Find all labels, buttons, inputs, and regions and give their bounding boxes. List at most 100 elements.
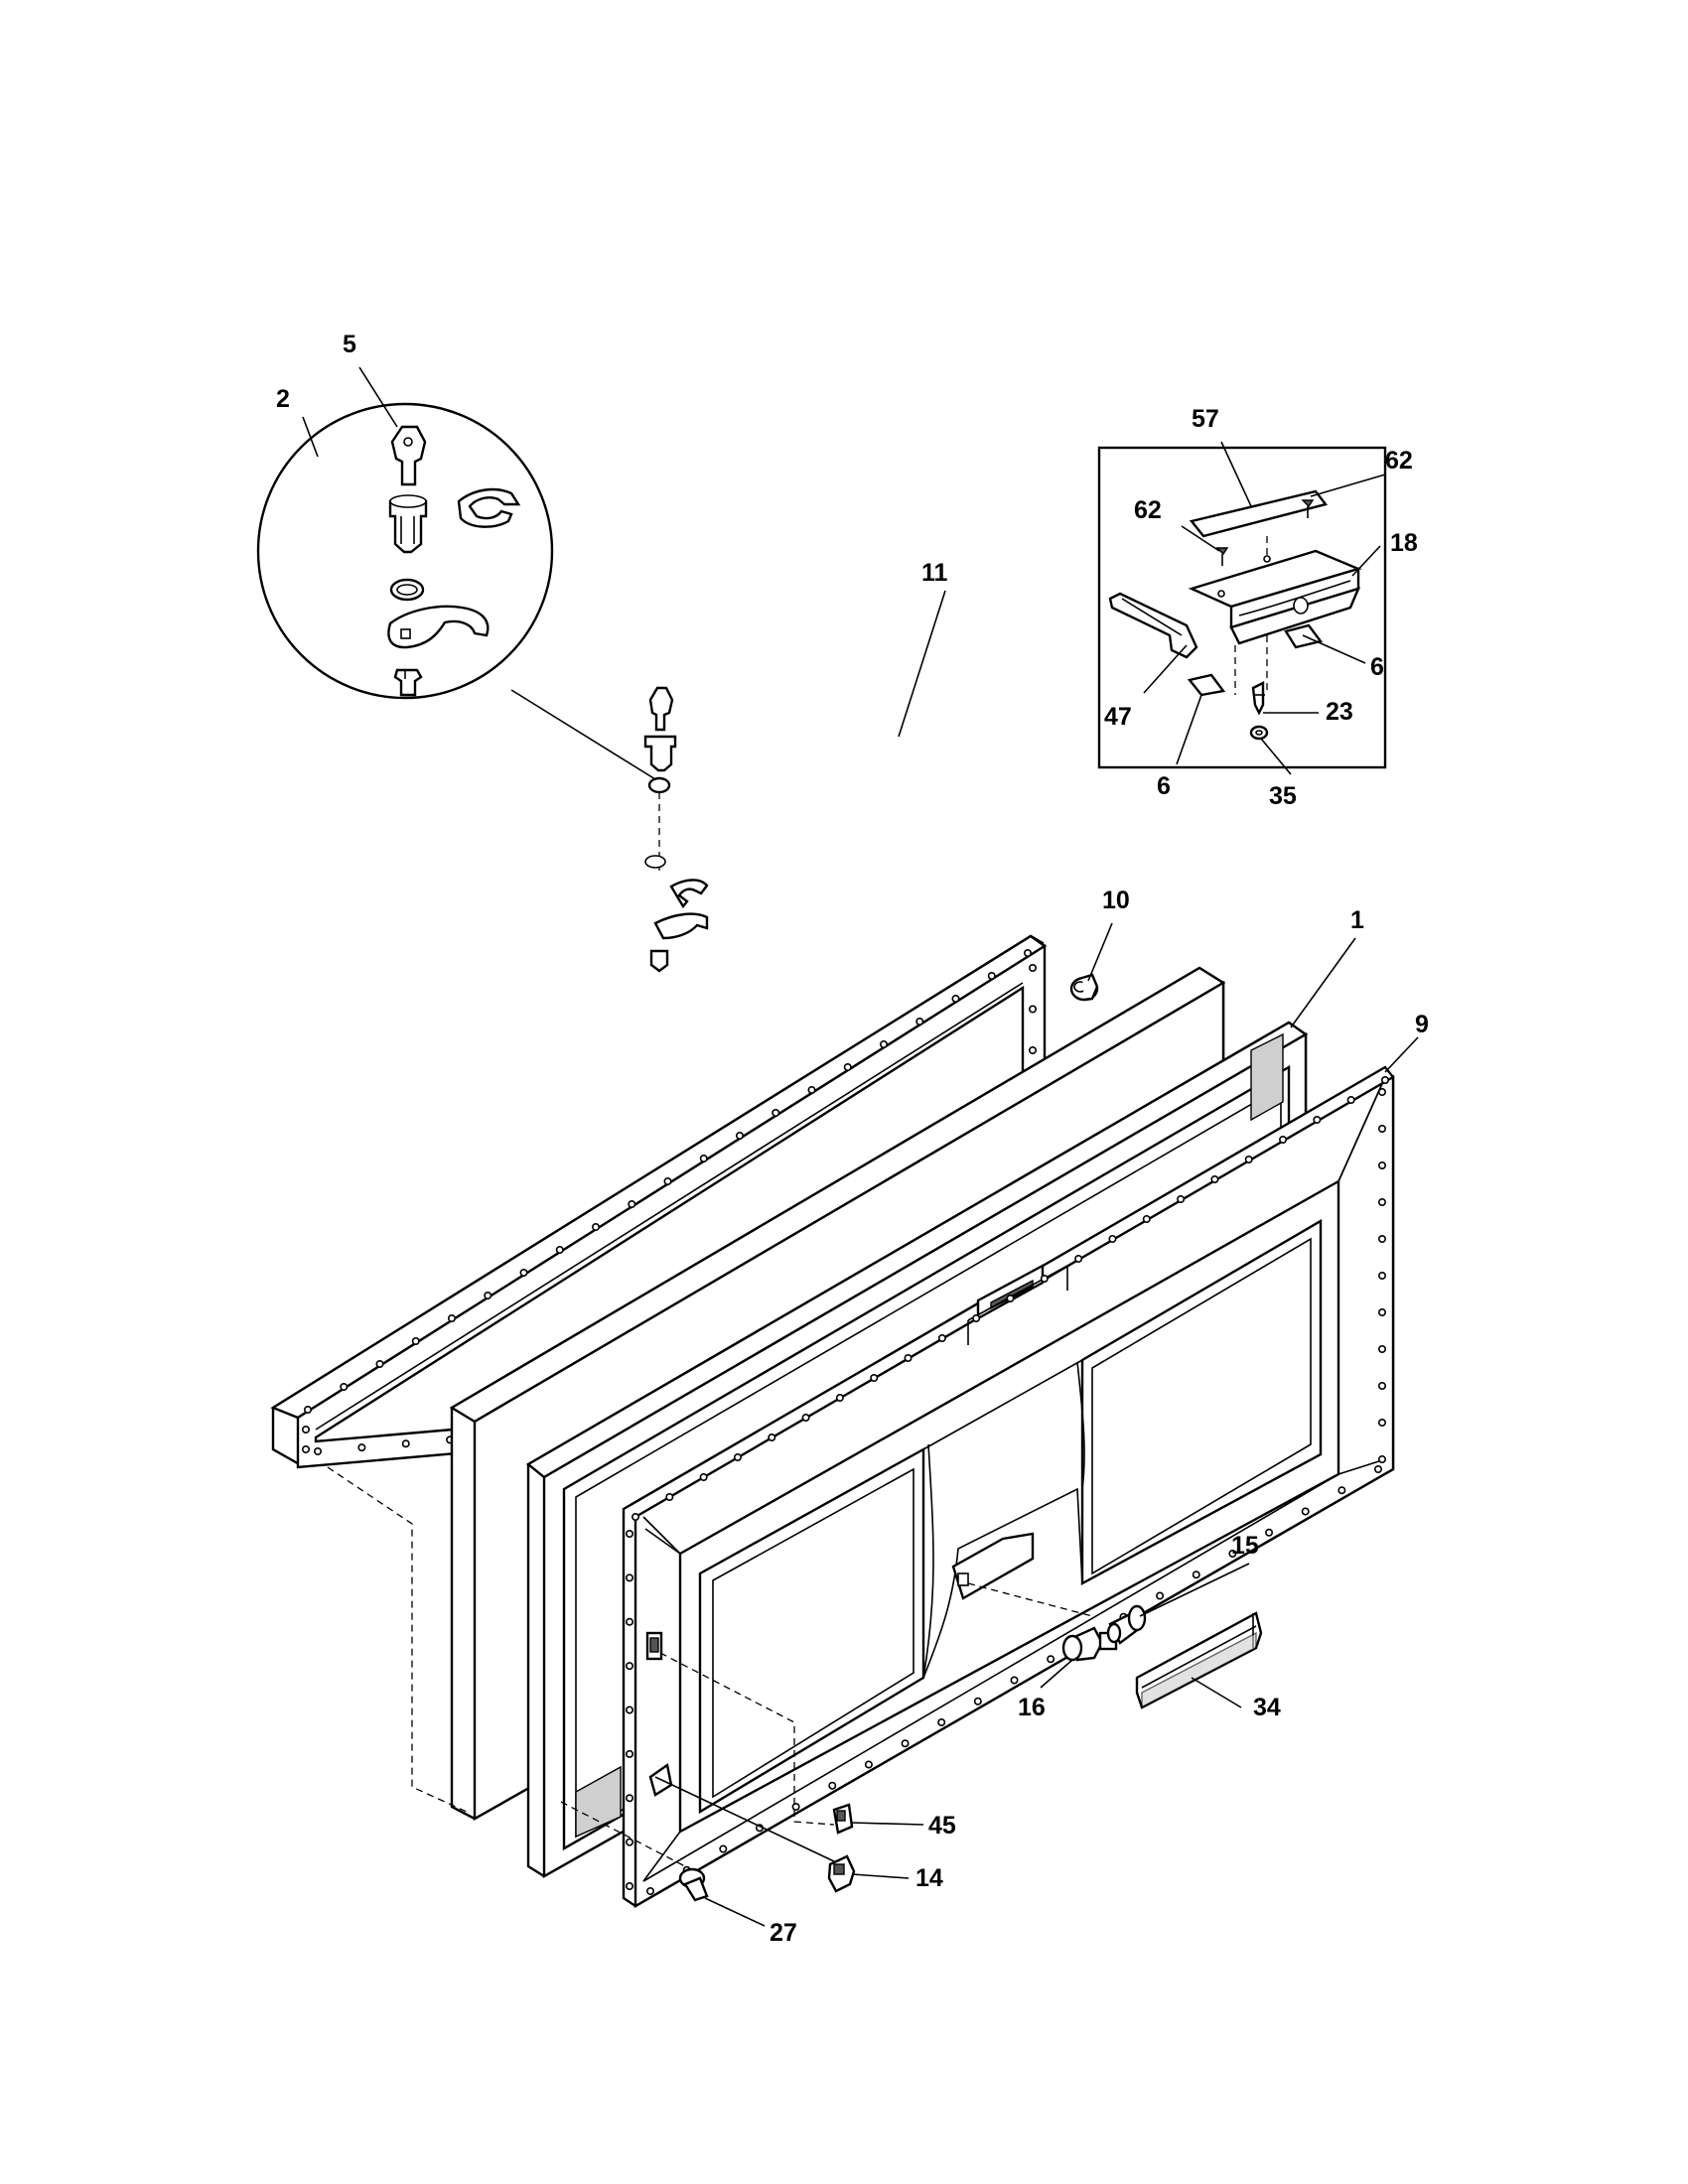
mounting-hole <box>1006 1295 1015 1303</box>
mounting-hole <box>807 1086 816 1095</box>
mounting-hole <box>1074 1255 1083 1264</box>
mounting-hole <box>628 1200 636 1209</box>
clip-6b-part <box>1187 673 1226 697</box>
mounting-hole <box>303 1406 312 1415</box>
mounting-hole <box>1156 1591 1165 1600</box>
switch-14-part <box>827 1854 856 1893</box>
handle-part <box>1188 536 1362 695</box>
mounting-hole <box>1378 1125 1387 1134</box>
dashed-assembly-line-45 <box>659 1652 835 1826</box>
mounting-hole <box>519 1269 528 1278</box>
mounting-hole <box>937 1334 946 1343</box>
lamp-bulb-part <box>1106 1604 1147 1645</box>
callout-62-left: 62 <box>1134 496 1162 524</box>
mounting-hole <box>447 1314 456 1323</box>
mounting-hole <box>973 1697 982 1706</box>
mounting-hole <box>937 1718 946 1727</box>
mounting-hole <box>1047 1655 1055 1664</box>
mounting-hole <box>733 1453 742 1462</box>
mounting-hole <box>625 1617 633 1626</box>
screw-62b-part <box>1215 547 1229 566</box>
callout-labels: 5 2 11 57 62 62 18 6 47 6 23 35 10 1 9 1… <box>276 331 1429 1947</box>
mounting-hole <box>1228 1550 1237 1559</box>
mounting-hole <box>1378 1235 1387 1244</box>
mounting-hole <box>1378 1198 1387 1207</box>
mounting-hole <box>625 1530 633 1539</box>
mounting-hole <box>645 1887 654 1896</box>
screw-62a-part <box>1301 499 1315 518</box>
mounting-hole <box>828 1781 837 1790</box>
leader-lines <box>302 366 1419 1927</box>
mounting-hole <box>484 1292 492 1300</box>
retainer-clip-part <box>457 487 521 528</box>
callout-1: 1 <box>1350 906 1364 934</box>
key-part <box>390 425 427 486</box>
callout-11: 11 <box>921 559 948 587</box>
washer-part <box>1249 725 1269 741</box>
callout-16: 16 <box>1018 1694 1046 1721</box>
mounting-hole <box>1378 1308 1387 1317</box>
mounting-hole <box>972 1314 981 1323</box>
lock-detail-circle <box>256 402 554 700</box>
mounting-hole <box>1374 1465 1383 1474</box>
liner-holes <box>625 1076 1390 1896</box>
mounting-hole <box>1378 1161 1387 1170</box>
mounting-hole <box>625 1749 633 1758</box>
mounting-hole <box>1108 1235 1117 1244</box>
mounting-hole <box>555 1246 564 1255</box>
mounting-hole <box>313 1447 322 1456</box>
lock-screw-part <box>393 668 423 697</box>
mounting-hole <box>401 1439 410 1448</box>
mounting-hole <box>1192 1570 1200 1579</box>
mounting-hole <box>357 1443 366 1452</box>
callout-34: 34 <box>1253 1694 1281 1721</box>
mounting-hole <box>1265 1528 1274 1537</box>
mounting-hole <box>915 1018 924 1026</box>
mounting-hole <box>1244 1156 1253 1164</box>
mounting-hole <box>1378 1272 1387 1281</box>
lock-parts-exploded <box>643 686 709 973</box>
mounting-hole <box>864 1760 873 1769</box>
mounting-hole <box>1177 1195 1186 1204</box>
mounting-hole <box>1378 1455 1387 1464</box>
mounting-hole <box>625 1706 633 1714</box>
mounting-hole <box>1279 1136 1288 1145</box>
mounting-hole <box>375 1360 384 1369</box>
dashed-assembly-line-left <box>327 1466 468 1813</box>
callout-35: 35 <box>1269 782 1297 810</box>
mounting-hole <box>843 1063 852 1072</box>
mounting-hole <box>870 1374 879 1383</box>
label-strip-part <box>1189 489 1329 538</box>
mounting-hole <box>1301 1507 1310 1516</box>
push-pin-part <box>678 1867 709 1902</box>
callout-45: 45 <box>928 1812 956 1840</box>
callout-23: 23 <box>1326 698 1353 726</box>
mounting-hole <box>625 1573 633 1582</box>
mounting-hole <box>1337 1486 1346 1495</box>
mounting-hole <box>772 1109 780 1118</box>
detail-leader <box>510 689 656 780</box>
mounting-hole <box>1378 1345 1387 1354</box>
plunger-part <box>1251 681 1265 716</box>
mounting-hole <box>1378 1088 1387 1097</box>
mounting-hole <box>1029 963 1038 972</box>
mounting-hole <box>625 1882 633 1891</box>
mounting-hole <box>663 1177 672 1186</box>
callout-57: 57 <box>1192 405 1219 433</box>
mounting-hole <box>631 1513 639 1522</box>
mounting-hole <box>951 994 960 1003</box>
mounting-hole <box>835 1394 844 1403</box>
mounting-hole <box>625 1794 633 1803</box>
mounting-hole <box>625 1662 633 1671</box>
mounting-hole <box>791 1803 800 1812</box>
mounting-hole <box>904 1354 913 1363</box>
callout-62-right: 62 <box>1385 447 1413 475</box>
mounting-hole <box>1210 1175 1219 1184</box>
bumper-part <box>1069 973 1099 1002</box>
mounting-hole <box>801 1414 810 1423</box>
mounting-hole <box>1381 1076 1390 1085</box>
callout-9: 9 <box>1415 1011 1429 1038</box>
switch-45-part <box>832 1803 854 1835</box>
mounting-hole <box>591 1223 600 1232</box>
